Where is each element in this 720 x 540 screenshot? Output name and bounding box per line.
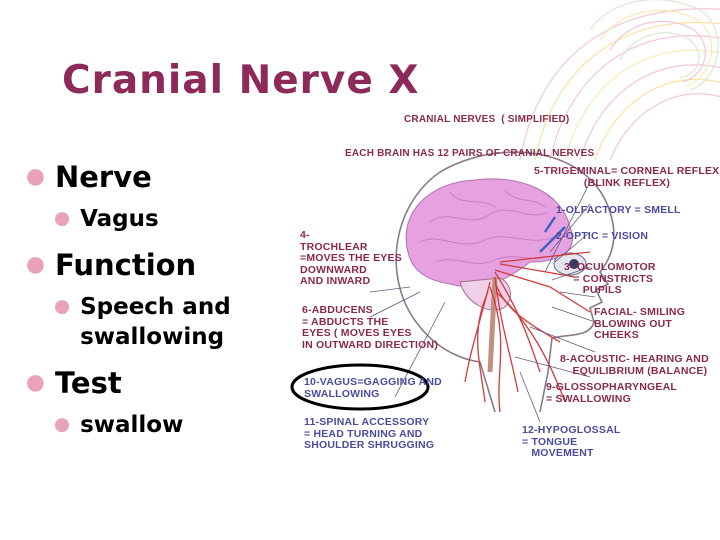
head-illustration xyxy=(290,151,615,423)
slide-title: Cranial Nerve X xyxy=(62,58,420,103)
diagram-subheading: EACH BRAIN HAS 12 PAIRS OF CRANIAL NERVE… xyxy=(345,148,595,159)
label-trigeminal: 5-TRIGEMINAL= CORNEAL REFLEX (BLINK REFL… xyxy=(534,165,720,189)
bullet-test: ● Test xyxy=(26,366,286,400)
diagram-heading: CRANIAL NERVES ( SIMPLIFIED) xyxy=(404,114,570,125)
bullet-dot-icon: ● xyxy=(26,370,45,395)
label-vagus: 10-VAGUS=GAGGING AND SWALLOWING xyxy=(304,376,442,400)
label-oculomotor: 3- OCULOMOTOR = CONSTRICTS PUPILS xyxy=(564,261,656,296)
cranial-nerves-diagram: CRANIAL NERVES ( SIMPLIFIED) EACH BRAIN … xyxy=(290,112,720,472)
bullet-function: ● Function xyxy=(26,248,286,282)
label-hypoglossal: 12-HYPOGLOSSAL = TONGUE MOVEMENT xyxy=(522,424,621,459)
bullet-dot-icon: ● xyxy=(54,296,71,317)
decorative-swirl xyxy=(519,0,720,160)
sub-bullet-speech: ● Speech and swallowing xyxy=(54,292,286,352)
vagus-highlight-ring xyxy=(290,363,430,411)
label-olfactory: 1-OLFACTORY = SMELL xyxy=(556,204,681,216)
label-trochlear: 4- TROCHLEAR =MOVES THE EYES DOWNWARD AN… xyxy=(300,229,402,287)
label-abducens: 6-ABDUCENS = ABDUCTS THE EYES ( MOVES EY… xyxy=(302,304,439,351)
label-facial: FACIAL- SMILING BLOWING OUT CHEEKS xyxy=(594,306,686,341)
bullet-dot-icon: ● xyxy=(26,164,45,189)
sub-bullet-label: Vagus xyxy=(80,206,159,232)
sub-bullet-label: Speech and swallowing xyxy=(80,294,231,350)
bullet-dot-icon: ● xyxy=(54,414,71,435)
label-optic: 2-OPTIC = VISION xyxy=(556,230,649,242)
sub-bullet-swallow: ● swallow xyxy=(54,410,286,440)
bullet-label: Nerve xyxy=(54,160,152,194)
bullet-label: Test xyxy=(54,366,122,400)
sub-bullet-label: swallow xyxy=(80,412,184,438)
bullet-list: ● Nerve ● Vagus ● Function ● Speech and swal… xyxy=(26,160,286,454)
bullet-dot-icon: ● xyxy=(54,208,71,229)
bullet-dot-icon: ● xyxy=(26,252,45,277)
bullet-nerve: ● Nerve xyxy=(26,160,286,194)
sub-bullet-vagus: ● Vagus xyxy=(54,204,286,234)
label-spinal-accessory: 11-SPINAL ACCESSORY = HEAD TURNING AND S… xyxy=(304,416,435,451)
bullet-label: Function xyxy=(54,248,197,282)
label-glossopharyngeal: 9-GLOSSOPHARYNGEAL = SWALLOWING xyxy=(546,381,677,405)
label-acoustic: 8-ACOUSTIC- HEARING AND EQUILIBRIUM (BAL… xyxy=(560,353,709,377)
